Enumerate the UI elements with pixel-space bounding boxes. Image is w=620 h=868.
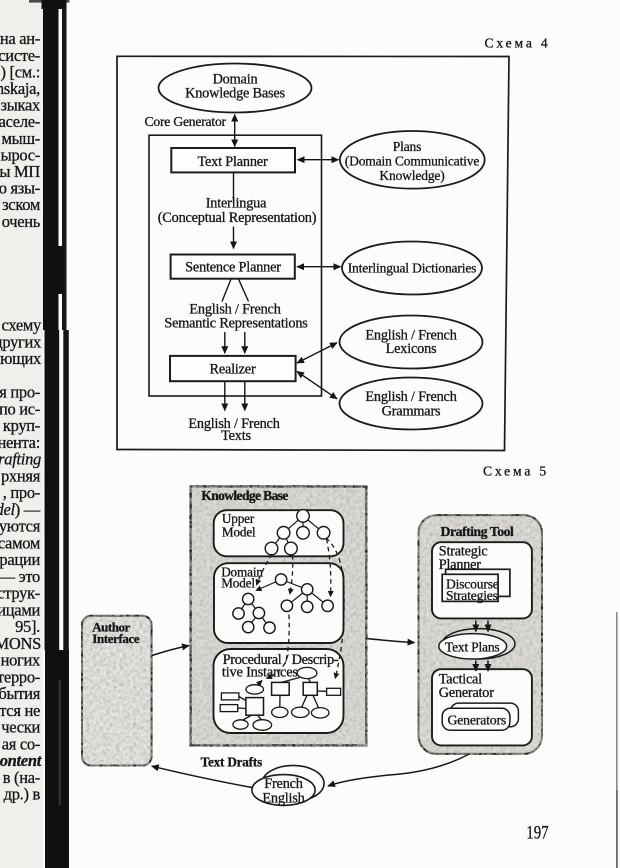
svg-text:ющих: ющих <box>0 349 42 368</box>
svg-text:Lexicons: Lexicons <box>386 341 437 357</box>
svg-text:Semantic Representations: Semantic Representations <box>164 316 308 332</box>
svg-text:French: French <box>264 776 303 792</box>
svg-text:— это: — это <box>0 567 40 586</box>
svg-text:Domain: Domain <box>213 72 258 88</box>
svg-text:English: English <box>262 791 304 807</box>
svg-text:(Conceptual Representation): (Conceptual Representation) <box>158 210 317 226</box>
svg-text:Generator: Generator <box>439 685 494 701</box>
svg-text:о язы-: о язы- <box>0 179 40 198</box>
svg-text:Interlingua: Interlingua <box>206 196 267 212</box>
svg-text:nskaja,: nskaja, <box>0 79 40 98</box>
svg-text:чески: чески <box>1 718 40 737</box>
svg-text:Grammars: Grammars <box>382 403 441 419</box>
svg-text:ицами: ицами <box>0 600 40 619</box>
svg-text:Planner: Planner <box>439 557 481 573</box>
svg-text:Sentence Planner: Sentence Planner <box>185 260 281 276</box>
svg-text:Model: Model <box>222 525 256 540</box>
svg-text:круп-: круп- <box>3 416 40 435</box>
svg-text:нента:: нента: <box>0 433 40 452</box>
svg-text:бытия: бытия <box>0 684 41 703</box>
svg-text:мыш-: мыш- <box>1 129 40 148</box>
svg-text:Knowledge Base: Knowledge Base <box>201 488 288 503</box>
svg-text:Схема 4: Схема 4 <box>485 36 551 51</box>
svg-text:аселе-: аселе- <box>0 112 40 131</box>
svg-text:др.) в: др.) в <box>4 785 41 804</box>
svg-text:Upper: Upper <box>222 511 255 526</box>
svg-text:Knowledge Bases: Knowledge Bases <box>185 86 285 102</box>
svg-text:) [см.:: ) [см.: <box>1 62 41 81</box>
svg-text:Knowledge): Knowledge) <box>379 168 444 183</box>
svg-text:MONS: MONS <box>0 634 41 653</box>
svg-text:Model: Model <box>221 575 255 590</box>
svg-text:Core Generator: Core Generator <box>145 114 227 129</box>
svg-text:tive Instances: tive Instances <box>222 665 299 681</box>
svg-text:95].: 95]. <box>15 617 40 636</box>
svg-text:Interlingual Dictionaries: Interlingual Dictionaries <box>348 261 477 276</box>
svg-text:других: других <box>0 332 42 351</box>
svg-text:Author: Author <box>92 620 130 635</box>
svg-text:English / French: English / French <box>188 416 279 432</box>
svg-text:тся не: тся не <box>0 701 40 720</box>
svg-text:Drafting: Drafting <box>0 450 41 469</box>
svg-text:очень: очень <box>2 212 41 231</box>
svg-text:content: content <box>0 751 42 770</box>
svg-text:я про-: я про- <box>0 383 40 402</box>
svg-text:зыках: зыках <box>1 96 41 115</box>
svg-text:самом: самом <box>0 533 41 552</box>
svg-text:на ан-: на ан- <box>0 29 40 48</box>
svg-text:ая со-: ая со- <box>2 734 40 753</box>
svg-text:Domain: Domain <box>221 565 263 580</box>
svg-text:(Domain Communicative: (Domain Communicative <box>345 154 480 169</box>
svg-text:197: 197 <box>526 822 549 843</box>
svg-text:Схема 5: Схема 5 <box>483 464 549 479</box>
svg-text:Discourse: Discourse <box>446 577 499 592</box>
svg-text:, про-: , про- <box>3 483 40 502</box>
svg-text:ырос-: ырос- <box>1 145 40 164</box>
svg-text:Generators: Generators <box>448 713 507 728</box>
svg-text:Tactical: Tactical <box>439 672 482 688</box>
svg-text:терро-: терро- <box>0 667 40 686</box>
svg-text:English / French: English / French <box>365 328 456 344</box>
svg-text:del) —: del) — <box>0 500 41 519</box>
svg-text:Text Plans: Text Plans <box>445 640 499 655</box>
svg-text:рхняя: рхняя <box>1 466 41 485</box>
svg-text:Strategies: Strategies <box>446 588 498 603</box>
svg-text:схему: схему <box>2 316 43 335</box>
svg-text:Text Planner: Text Planner <box>197 154 267 170</box>
svg-text:Realizer: Realizer <box>209 362 255 378</box>
svg-text:зском: зском <box>2 195 41 214</box>
svg-text:Strategic: Strategic <box>439 543 488 559</box>
svg-text:систе-: систе- <box>0 46 40 65</box>
svg-text:в (на-: в (на- <box>3 768 40 787</box>
svg-text:Interface: Interface <box>92 631 140 646</box>
svg-text:уются: уются <box>0 517 41 536</box>
svg-text:ы МП: ы МП <box>0 162 40 181</box>
svg-text:рации: рации <box>0 550 40 569</box>
svg-text:Texts: Texts <box>221 428 251 444</box>
svg-text:Plans: Plans <box>393 139 422 154</box>
svg-text:Drafting Tool: Drafting Tool <box>441 524 515 539</box>
svg-text:по ис-: по ис- <box>0 399 40 418</box>
svg-text:English / French: English / French <box>189 302 280 318</box>
svg-text:Text Drafts: Text Drafts <box>201 755 262 770</box>
svg-text:English / French: English / French <box>365 389 456 405</box>
svg-text:Procedural / Descrip-: Procedural / Descrip- <box>223 652 339 668</box>
svg-text:ногих: ногих <box>1 651 41 670</box>
svg-text:струк-: струк- <box>0 584 40 603</box>
